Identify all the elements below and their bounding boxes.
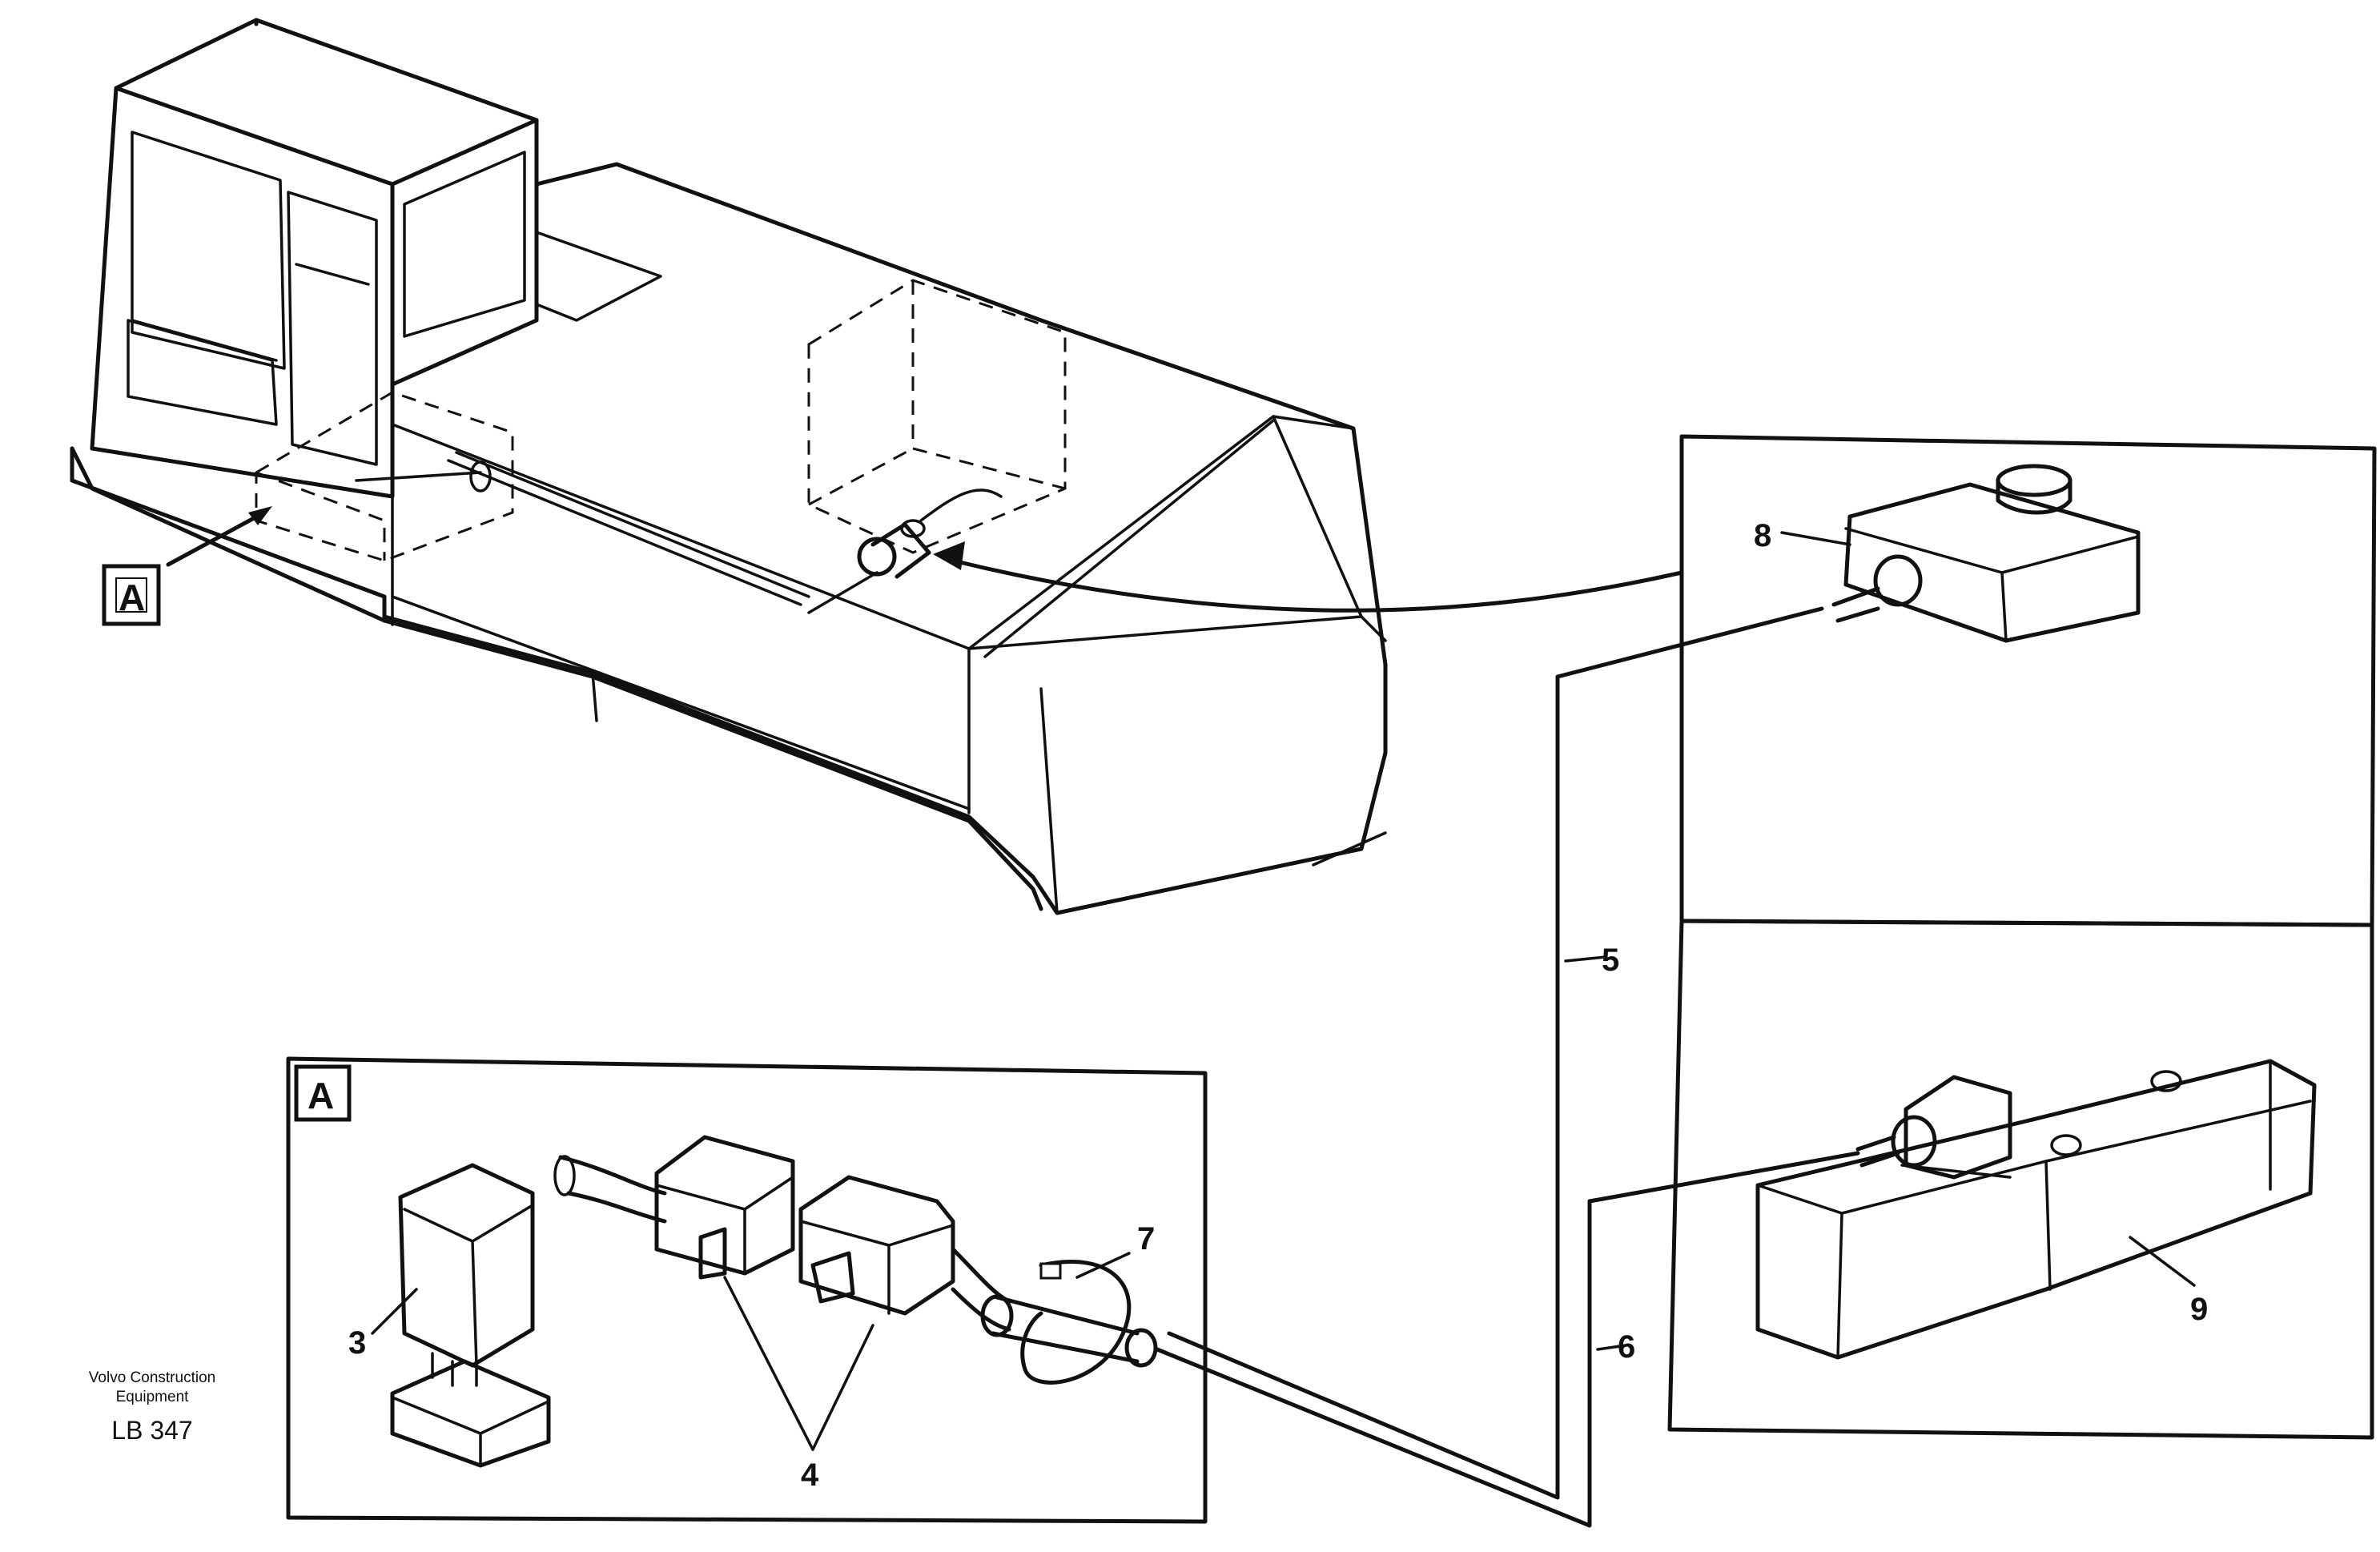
publisher-block: Volvo Construction Equipment LB 347	[89, 1369, 215, 1445]
callout-9: 9	[2190, 1292, 2208, 1327]
detail-a-box: A 3	[286, 1056, 1208, 1524]
cable-tie	[980, 1260, 1158, 1385]
drawing-code: LB 347	[111, 1416, 192, 1445]
callout-4: 4	[801, 1458, 819, 1493]
callout-3: 3	[348, 1325, 366, 1361]
solenoid-valve	[1755, 1059, 2317, 1360]
detail-box-lower-right: 9	[1667, 919, 2374, 1440]
callout-8: 8	[1754, 518, 1771, 553]
view-a-label: A	[119, 577, 145, 618]
excavator-superstructure	[70, 162, 1388, 915]
company-name-line2: Equipment	[116, 1389, 190, 1405]
sensor-connector-on-deck	[807, 489, 1003, 614]
connector-halves	[553, 1135, 1011, 1332]
view-a-marker: A	[102, 564, 161, 626]
wiring-harness: 5 6	[1155, 606, 1860, 1528]
oil-level-sensor	[1831, 464, 2141, 643]
callout-6: 6	[1618, 1329, 1635, 1365]
operator-cab	[90, 18, 539, 567]
detail-a-label: A	[308, 1075, 334, 1116]
relay	[390, 1163, 551, 1468]
callout-7: 7	[1137, 1221, 1155, 1256]
company-name-line1: Volvo Construction	[89, 1369, 215, 1386]
callout-5: 5	[1602, 943, 1619, 978]
